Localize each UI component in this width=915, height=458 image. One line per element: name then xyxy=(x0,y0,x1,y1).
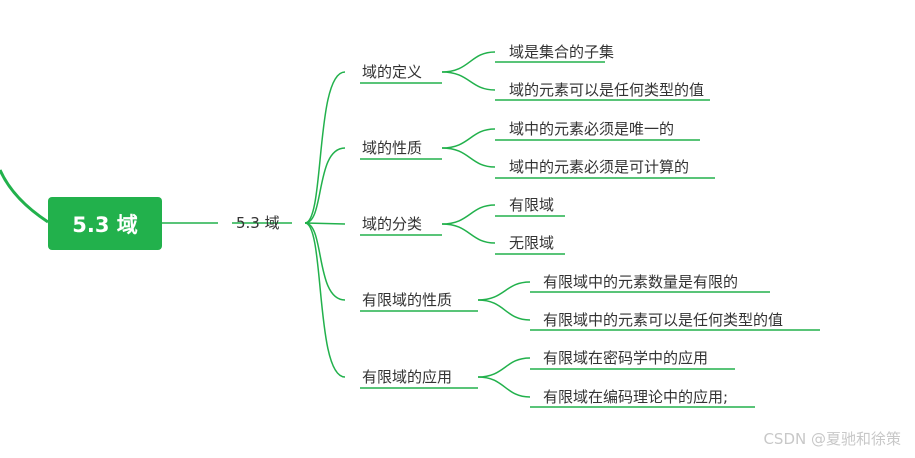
branch-connector xyxy=(304,71,346,224)
leaf-connector xyxy=(441,128,496,149)
leaf-connector xyxy=(477,281,531,301)
watermark: CSDN @夏驰和徐策 xyxy=(763,430,901,448)
leaf-node[interactable]: 无限域 xyxy=(509,234,555,252)
leaf-node[interactable]: 有限域 xyxy=(509,196,555,214)
leaf-connectors xyxy=(360,51,820,408)
leaf-connector xyxy=(441,51,496,73)
branch-connector xyxy=(304,222,346,301)
leaf-connector xyxy=(441,71,496,91)
leaf-connector xyxy=(441,147,496,168)
leaf-connector xyxy=(477,376,531,398)
leaf-node[interactable]: 有限域中的元素数量是有限的 xyxy=(543,273,739,291)
leaf-connector xyxy=(441,223,496,244)
center-node[interactable]: 5.3 域 xyxy=(236,214,280,232)
parent-connector xyxy=(0,169,49,224)
leaf-node[interactable]: 有限域在密码学中的应用 xyxy=(543,349,709,367)
branch-node-finite-field-applications[interactable]: 有限域的应用 xyxy=(362,368,453,386)
branch-node-classification[interactable]: 域的分类 xyxy=(362,215,423,233)
leaf-connector xyxy=(441,204,496,225)
branch-connector xyxy=(304,147,346,224)
leaf-node[interactable]: 域中的元素必须是可计算的 xyxy=(509,158,690,176)
leaf-node[interactable]: 有限域在编码理论中的应用; xyxy=(543,388,729,406)
branch-node-properties[interactable]: 域的性质 xyxy=(362,139,423,157)
branch-connector xyxy=(304,222,346,378)
leaf-node[interactable]: 域是集合的子集 xyxy=(509,43,615,61)
branch-node-definition[interactable]: 域的定义 xyxy=(362,63,423,81)
leaf-node[interactable]: 域的元素可以是任何类型的值 xyxy=(509,81,705,99)
leaf-connector xyxy=(477,357,531,378)
root-node[interactable]: 5.3 域 xyxy=(48,197,162,250)
leaf-connector xyxy=(477,299,531,321)
branch-node-finite-field-properties[interactable]: 有限域的性质 xyxy=(362,291,453,309)
leaf-node[interactable]: 域中的元素必须是唯一的 xyxy=(509,120,675,138)
branch-connector xyxy=(304,222,346,225)
branch-connectors xyxy=(304,71,346,378)
leaf-node[interactable]: 有限域中的元素可以是任何类型的值 xyxy=(543,311,784,329)
